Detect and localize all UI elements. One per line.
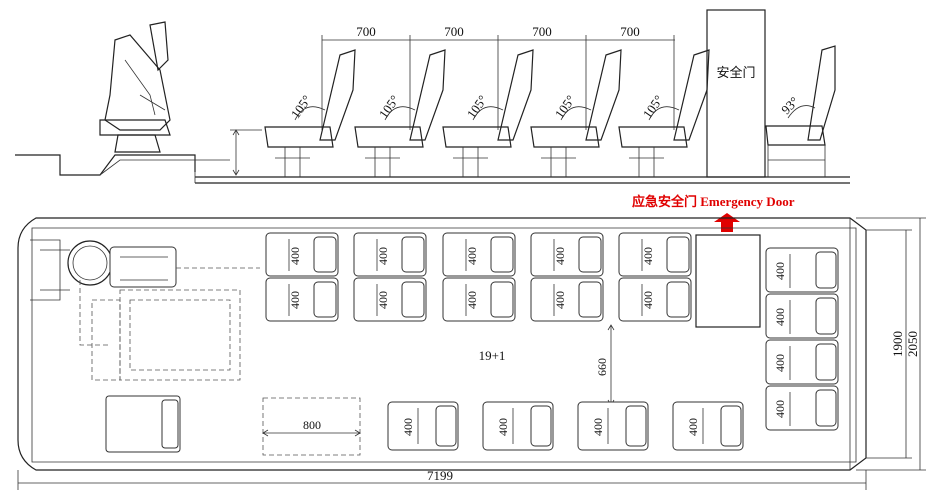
seat-width-label: 400 bbox=[376, 291, 390, 309]
side-view: 700 700 700 700 105° 105° 105° bbox=[15, 9, 850, 184]
gap-label: 800 bbox=[303, 418, 321, 432]
emergency-door-label: 应急安全门 Emergency Door bbox=[632, 194, 795, 209]
seat-width-label: 400 bbox=[641, 247, 655, 265]
aisle-dimension: 660 bbox=[595, 324, 615, 406]
recline-label-4: 105° bbox=[552, 92, 578, 121]
seat-width-label: 400 bbox=[773, 308, 787, 326]
seat-width-label: 400 bbox=[773, 354, 787, 372]
length-dimension: 7199 bbox=[17, 468, 867, 490]
width-dimensions: 1900 2050 bbox=[856, 217, 926, 471]
seat-width-label: 400 bbox=[401, 418, 415, 436]
inner-width-label: 1900 bbox=[890, 331, 905, 357]
pitch-dimensions: 700 700 700 700 bbox=[321, 24, 675, 130]
seat-bank-bottom: 400 400 400 400 bbox=[387, 401, 744, 451]
seat-width-label: 400 bbox=[553, 291, 567, 309]
driver-cab bbox=[30, 239, 260, 453]
seat-width-label: 400 bbox=[591, 418, 605, 436]
gap-dimension: 800 bbox=[262, 397, 361, 456]
seat-bank-top: 400 400 400 400 400 400 bbox=[265, 232, 692, 322]
seat-width-label: 400 bbox=[641, 291, 655, 309]
seat-width-label: 400 bbox=[773, 400, 787, 418]
safety-door-label: 安全门 bbox=[716, 65, 755, 80]
pitch-label-1: 700 bbox=[356, 24, 376, 39]
driver-seat-side bbox=[99, 21, 171, 153]
aisle-label: 660 bbox=[595, 358, 609, 376]
length-label: 7199 bbox=[427, 468, 453, 483]
pitch-label-4: 700 bbox=[620, 24, 640, 39]
single-seat-2: 400 bbox=[482, 401, 554, 451]
emergency-arrow-icon bbox=[714, 213, 740, 232]
seat-pair-4: 400 400 bbox=[530, 232, 604, 322]
side-seat-5 bbox=[618, 49, 710, 177]
recline-label-5: 105° bbox=[640, 92, 666, 121]
seat-width-label: 400 bbox=[288, 247, 302, 265]
capacity-label: 19+1 bbox=[479, 348, 506, 363]
recline-label-3: 105° bbox=[464, 92, 490, 121]
seat-width-label: 400 bbox=[686, 418, 700, 436]
seat-pair-1: 400 400 bbox=[265, 232, 339, 322]
seat-width-label: 400 bbox=[773, 262, 787, 280]
seat-width-label: 400 bbox=[376, 247, 390, 265]
seat-pair-3: 400 400 bbox=[442, 232, 516, 322]
seat-width-label: 400 bbox=[553, 247, 567, 265]
seat-pair-5: 400 400 bbox=[618, 232, 692, 322]
seat-width-label: 400 bbox=[465, 247, 479, 265]
side-seat-3 bbox=[442, 49, 534, 177]
seat-width-label: 400 bbox=[496, 418, 510, 436]
side-seat-1 bbox=[264, 49, 356, 177]
emergency-door-callout: 应急安全门 Emergency Door bbox=[632, 194, 795, 232]
rear-bench: 400 400 400 400 bbox=[765, 247, 839, 431]
outer-width-label: 2050 bbox=[905, 331, 920, 357]
single-seat-3: 400 bbox=[577, 401, 649, 451]
single-seat-4: 400 bbox=[672, 401, 744, 451]
recline-label-rear: 93° bbox=[778, 94, 801, 117]
single-seat-1: 400 bbox=[387, 401, 459, 451]
side-seat-2 bbox=[354, 49, 446, 177]
pitch-label-2: 700 bbox=[444, 24, 464, 39]
side-seat-4 bbox=[530, 49, 622, 177]
seat-pair-2: 400 400 bbox=[353, 232, 427, 322]
seat-width-label: 400 bbox=[465, 291, 479, 309]
floor-plan: 400 400 400 400 400 400 bbox=[17, 217, 926, 490]
seat-width-label: 400 bbox=[288, 291, 302, 309]
emergency-door-box bbox=[695, 234, 761, 328]
side-seat-rear bbox=[765, 45, 836, 177]
safety-door-side: 安全门 bbox=[706, 9, 766, 178]
pitch-label-3: 700 bbox=[532, 24, 552, 39]
recline-label-2: 105° bbox=[376, 92, 402, 121]
